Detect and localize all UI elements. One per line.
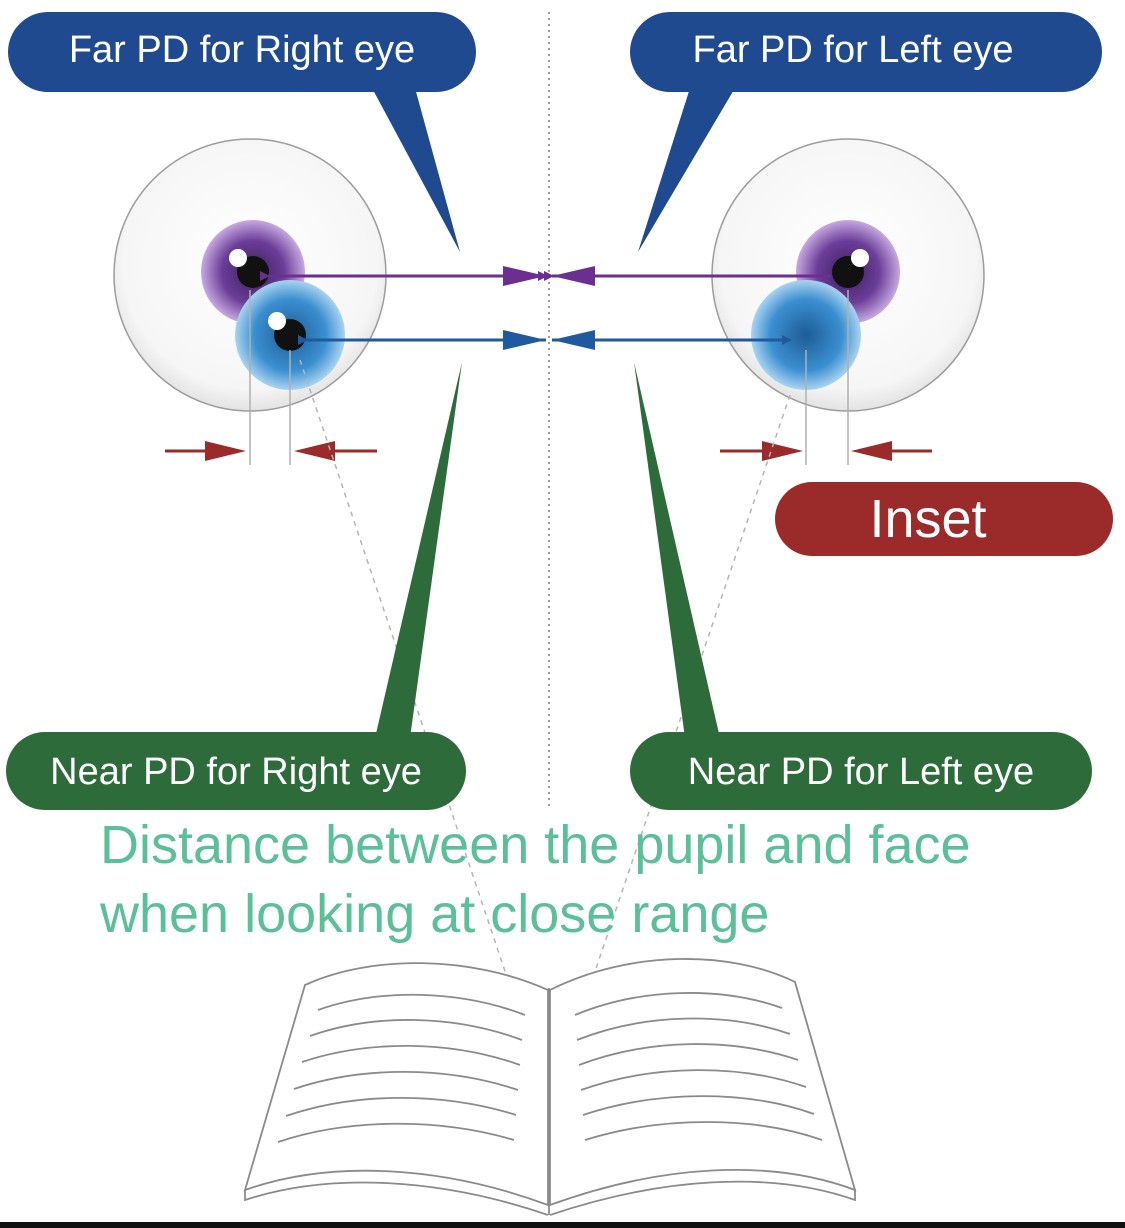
near-pd-left-arrowhead	[552, 330, 595, 350]
book-right-line	[580, 1069, 807, 1091]
left-glint-far	[851, 249, 869, 267]
right-inset-arrowhead-out	[294, 441, 335, 461]
book-left-line	[285, 1096, 517, 1117]
bottom-border	[0, 1222, 1125, 1228]
book-right-page	[549, 958, 857, 1207]
left-eye	[711, 138, 985, 412]
far-pd-right-pointer	[372, 88, 460, 252]
book-right-line	[584, 1121, 823, 1141]
left-iris-near	[751, 280, 861, 390]
far-pd-left-pointer	[638, 88, 735, 252]
book-left-line	[293, 1070, 519, 1091]
far-pd-right-arrowhead	[503, 266, 546, 286]
inset-label: Inset	[869, 489, 986, 549]
book-right-line	[582, 1095, 815, 1116]
far-pd-left-arrowhead	[552, 266, 595, 286]
right-inset-indicator	[165, 290, 377, 465]
far-pd-left-pill	[630, 12, 1102, 92]
near-pd-right-label: Near PD for Right eye	[50, 751, 422, 793]
far-pd-left-callout: Far PD for Left eye	[630, 12, 1102, 252]
right-eye	[113, 138, 387, 412]
right-inset-arrowhead-in	[205, 441, 246, 461]
book-right-line	[578, 1043, 799, 1066]
near-pd-right-callout: Near PD for Right eye	[6, 362, 466, 810]
near-pd-left-label: Near PD for Left eye	[688, 751, 1034, 793]
near-pd-right-arrowhead	[503, 330, 546, 350]
near-pd-right-pill	[6, 732, 466, 810]
caption-line-1: Distance between the pupil and face	[100, 815, 971, 875]
near-pd-left-callout: Near PD for Left eye	[630, 362, 1092, 810]
book-left-page	[243, 962, 549, 1207]
inset-pill	[775, 482, 1113, 556]
far-pd-right-callout: Far PD for Right eye	[8, 12, 476, 252]
near-pd-right-pointer	[375, 362, 462, 738]
left-inset-arrowhead-out	[851, 441, 892, 461]
book-left-line	[309, 1019, 523, 1041]
far-pd-left-label: Far PD for Left eye	[692, 29, 1013, 71]
right-glint-far	[229, 249, 247, 267]
far-pd-right-label: Far PD for Right eye	[69, 29, 415, 71]
book-right-line	[574, 992, 783, 1016]
open-book	[243, 958, 857, 1216]
book-left-line	[277, 1122, 515, 1143]
left-inset-arrowhead-in	[762, 441, 803, 461]
book-right-line	[576, 1017, 791, 1041]
far-pd-right-pill	[8, 12, 476, 92]
book-right-thickness	[549, 1180, 856, 1216]
caption-line-2: when looking at close range	[99, 884, 769, 944]
near-pd-left-pill	[630, 732, 1092, 810]
inset-badge: Inset	[775, 482, 1113, 556]
book-left-line	[317, 993, 526, 1016]
book-left-line	[301, 1044, 521, 1066]
near-pd-left-pointer	[634, 362, 720, 738]
right-glint-near	[268, 312, 286, 330]
book-left-thickness	[244, 1181, 549, 1216]
